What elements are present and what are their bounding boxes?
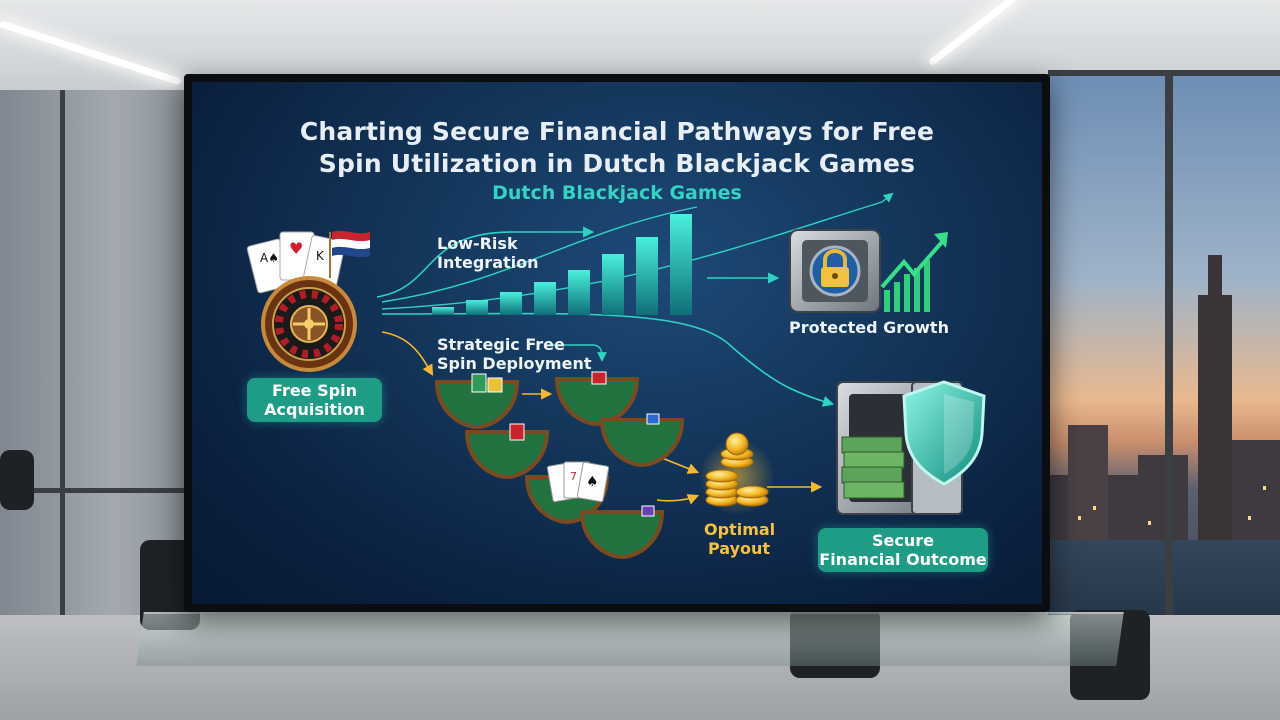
optimal-line-2: Payout xyxy=(707,539,771,558)
free-spin-line-1: Free Spin xyxy=(272,381,357,400)
presentation-screen: A♠ ♥ K xyxy=(192,82,1042,604)
presentation-title: Charting Secure Financial Pathways for F… xyxy=(272,116,962,180)
title-line-2: Spin Utilization in Dutch Blackjack Game… xyxy=(318,149,916,178)
city-building xyxy=(1068,425,1108,545)
free-spin-acquisition-badge: Free Spin Acquisition xyxy=(247,378,382,422)
city-building xyxy=(1138,455,1188,545)
optimal-line-1: Optimal xyxy=(704,520,776,539)
chart-bar xyxy=(568,270,590,315)
chart-bar xyxy=(534,282,556,315)
window-mullion xyxy=(1165,70,1173,670)
window-light xyxy=(1248,516,1251,520)
low-risk-line-1: Low-Risk xyxy=(437,234,518,253)
strategic-line-2: Spin Deployment xyxy=(437,354,592,373)
title-line-1: Charting Secure Financial Pathways for F… xyxy=(299,117,935,146)
casino-chips-icon xyxy=(471,371,660,517)
gold-arrow-deploy xyxy=(381,331,434,376)
window-light xyxy=(1093,506,1096,510)
chart-bar xyxy=(670,214,692,315)
svg-text:♠: ♠ xyxy=(586,474,599,490)
chair xyxy=(0,450,34,510)
chart-bar xyxy=(466,300,488,315)
svg-text:7: 7 xyxy=(570,470,577,483)
optimal-payout-label: Optimal Payout xyxy=(704,520,776,558)
roulette-wheel-icon xyxy=(261,276,357,372)
free-spin-line-2: Acquisition xyxy=(264,400,365,419)
strategic-deployment-label: Strategic Free Spin Deployment xyxy=(437,335,591,373)
window-light xyxy=(1078,516,1081,520)
tv-display: A♠ ♥ K xyxy=(184,74,1050,612)
window-frame xyxy=(1048,70,1280,76)
low-risk-line-2: Integration xyxy=(437,253,539,272)
svg-text:A♠: A♠ xyxy=(260,251,279,265)
gold-arrow xyxy=(656,494,700,505)
secure-financial-outcome-badge: Secure Financial Outcome xyxy=(818,528,988,572)
svg-text:♥: ♥ xyxy=(289,239,303,258)
wall-mullion xyxy=(60,90,65,650)
card-hand-icon: 7 ♠ xyxy=(546,461,610,503)
secure-line-1: Secure xyxy=(872,531,934,550)
window-light xyxy=(1148,521,1151,525)
low-risk-integration-label: Low-Risk Integration xyxy=(437,234,539,272)
window-light xyxy=(1263,486,1266,490)
secure-line-2: Financial Outcome xyxy=(819,550,987,569)
bar-chart-icon xyxy=(432,214,692,315)
flow-line-low-risk xyxy=(376,226,595,298)
safe-lock-icon xyxy=(789,229,881,313)
svg-text:K: K xyxy=(316,249,325,263)
wall-mullion xyxy=(0,488,190,493)
shield-icon xyxy=(902,380,986,486)
tower-spire xyxy=(1208,255,1222,545)
dutch-flag-icon xyxy=(329,230,370,278)
city-window xyxy=(1048,70,1280,670)
strategic-line-1: Strategic Free xyxy=(437,335,565,354)
chart-bar xyxy=(500,292,522,315)
protected-growth-label: Protected Growth xyxy=(789,318,949,337)
arrow-to-tables xyxy=(552,344,607,362)
flow-diagram: A♠ ♥ K xyxy=(246,192,986,560)
flow-line-upper xyxy=(381,206,698,303)
city-building xyxy=(1232,440,1280,545)
chart-bar xyxy=(602,254,624,315)
chart-bar xyxy=(432,307,454,315)
growth-arrow-icon xyxy=(880,232,948,312)
gold-coins-icon xyxy=(699,432,775,515)
glass-table xyxy=(136,612,1124,666)
presentation-subtitle: Dutch Blackjack Games xyxy=(492,182,742,204)
chart-bar xyxy=(636,237,658,315)
blackjack-table-icon xyxy=(434,377,685,560)
